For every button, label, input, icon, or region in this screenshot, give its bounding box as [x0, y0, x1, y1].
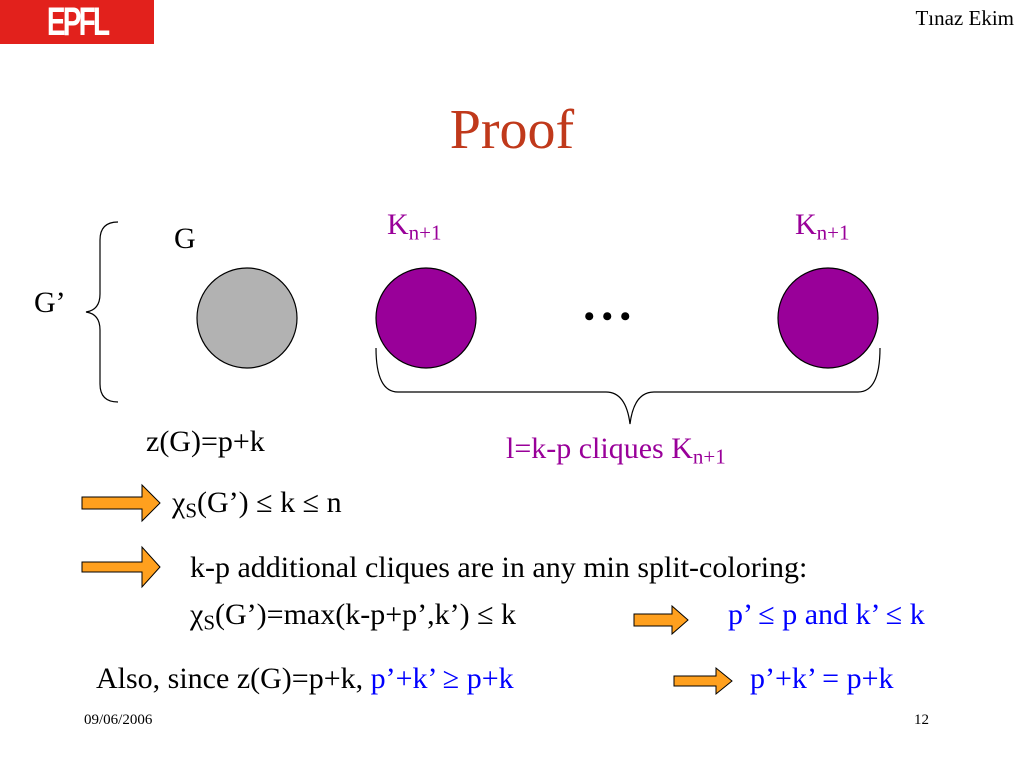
line-chi-bound: χS(G’) ≤ k ≤ n: [172, 486, 342, 523]
arrow-icon: [633, 604, 689, 636]
ellipsis: • • •: [584, 300, 631, 333]
page-number: 12: [914, 712, 929, 728]
line-chi-max: χS(G’)=max(k-p+p’,k’) ≤ k: [190, 598, 517, 635]
node-k-last: [777, 267, 879, 369]
bottom-brace: [375, 347, 881, 425]
arrow-icon: [81, 483, 161, 523]
g-prime-label: G’: [34, 286, 66, 319]
line-also: Also, since z(G)=p+k, p’+k’ ≥ p+k: [96, 662, 514, 695]
z-label: z(G)=p+k: [146, 425, 265, 458]
slide-title: Proof: [449, 99, 575, 161]
k-label-last: Kn+1: [795, 208, 850, 245]
line-final-result: p’+k’ = p+k: [750, 662, 894, 695]
k-label-first: Kn+1: [387, 208, 442, 245]
arrow-icon: [81, 545, 161, 589]
logo-text: EPFL: [46, 0, 110, 44]
arrow-icon: [673, 666, 733, 696]
author-name: Tınaz Ekim: [915, 6, 1014, 30]
g-label: G: [174, 222, 196, 255]
node-k-first: [375, 267, 477, 369]
footer-date: 09/06/2006: [84, 712, 153, 728]
cliques-label: l=k-p cliques Kn+1: [506, 432, 726, 469]
node-g: [196, 267, 298, 369]
line-additional-cliques: k-p additional cliques are in any min sp…: [190, 551, 808, 584]
epfl-logo: EPFL: [0, 0, 154, 44]
line-result-p-k: p’ ≤ p and k’ ≤ k: [728, 598, 925, 631]
left-brace: [85, 221, 119, 403]
